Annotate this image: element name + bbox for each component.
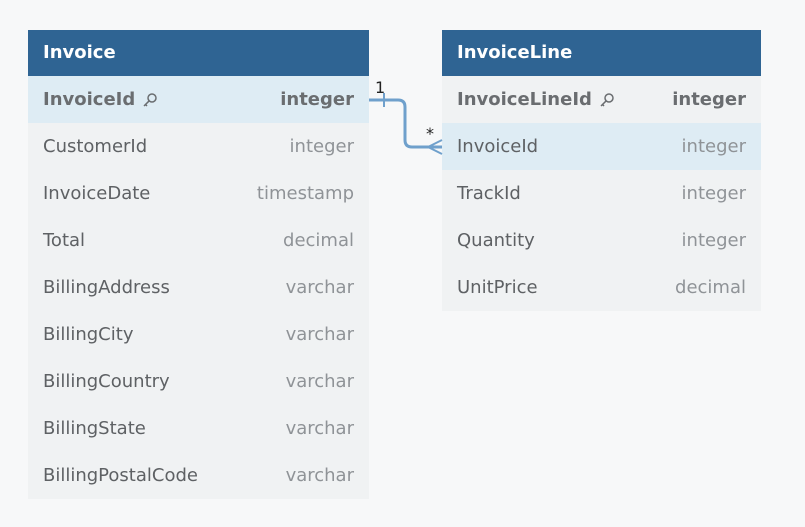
column-row[interactable]: BillingAddress varchar (28, 264, 369, 311)
table-header[interactable]: Invoice (28, 30, 369, 76)
column-name: BillingCity (43, 324, 134, 345)
key-icon (599, 92, 615, 108)
cardinality-one-label: 1 (375, 78, 386, 97)
table-header[interactable]: InvoiceLine (442, 30, 761, 76)
column-name: InvoiceDate (43, 183, 151, 204)
column-name: BillingPostalCode (43, 465, 198, 486)
column-type: decimal (675, 277, 746, 298)
column-row[interactable]: CustomerId integer (28, 123, 369, 170)
column-name: Quantity (457, 230, 535, 251)
column-type: varchar (285, 418, 354, 439)
column-name: BillingAddress (43, 277, 170, 298)
column-type: varchar (285, 324, 354, 345)
column-name: TrackId (457, 183, 521, 204)
column-row[interactable]: BillingCountry varchar (28, 358, 369, 405)
column-row[interactable]: Total decimal (28, 217, 369, 264)
column-type: integer (672, 89, 746, 110)
column-name: InvoiceLineId (457, 89, 592, 110)
column-type: varchar (285, 465, 354, 486)
column-row[interactable]: InvoiceLineId integer (442, 76, 761, 123)
column-type: integer (681, 136, 746, 157)
table-invoice[interactable]: Invoice InvoiceId integer CustomerId int… (28, 30, 369, 499)
column-name: InvoiceId (457, 136, 539, 157)
column-type: integer (289, 136, 354, 157)
column-type: timestamp (256, 183, 354, 204)
column-type: varchar (285, 277, 354, 298)
column-row[interactable]: BillingCity varchar (28, 311, 369, 358)
column-type: integer (280, 89, 354, 110)
column-name: InvoiceId (43, 89, 136, 110)
cardinality-many-label: * (426, 124, 434, 143)
column-row[interactable]: InvoiceId integer (28, 76, 369, 123)
column-row[interactable]: BillingPostalCode varchar (28, 452, 369, 499)
column-row[interactable]: InvoiceId integer (442, 123, 761, 170)
column-name: BillingCountry (43, 371, 170, 392)
relationship-line[interactable] (369, 98, 442, 149)
column-type: varchar (285, 371, 354, 392)
column-name: CustomerId (43, 136, 148, 157)
column-row[interactable]: InvoiceDate timestamp (28, 170, 369, 217)
column-row[interactable]: TrackId integer (442, 170, 761, 217)
many-marker (427, 139, 443, 148)
column-name: Total (43, 230, 86, 251)
many-marker (427, 146, 443, 155)
column-row[interactable]: BillingState varchar (28, 405, 369, 452)
column-name: BillingState (43, 418, 146, 439)
column-type: decimal (283, 230, 354, 251)
column-name: UnitPrice (457, 277, 538, 298)
column-type: integer (681, 183, 746, 204)
column-row[interactable]: UnitPrice decimal (442, 264, 761, 311)
column-row[interactable]: Quantity integer (442, 217, 761, 264)
table-invoiceline[interactable]: InvoiceLine InvoiceLineId integer Invoic… (442, 30, 761, 311)
key-icon (142, 92, 158, 108)
column-type: integer (681, 230, 746, 251)
